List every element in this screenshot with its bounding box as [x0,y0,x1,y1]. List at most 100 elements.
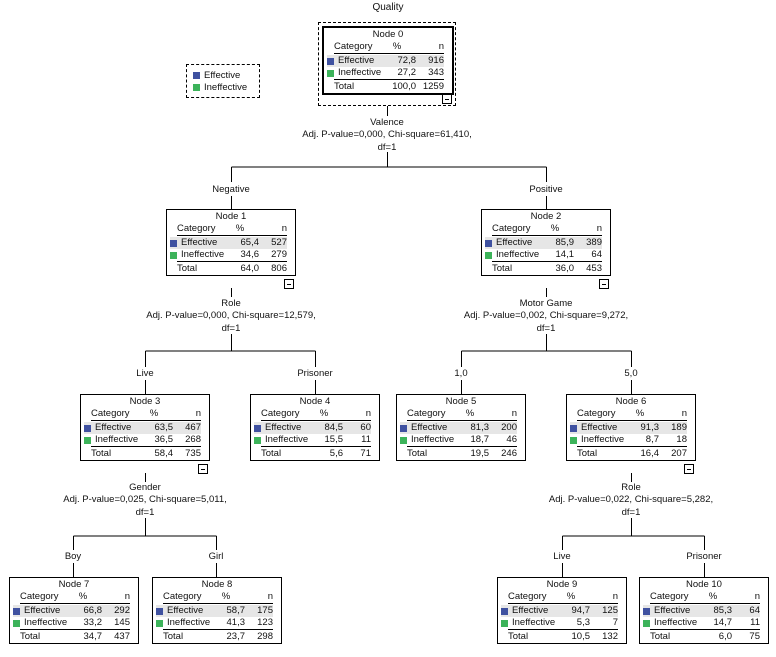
collapse-node-2-button[interactable] [599,279,609,289]
percent-value: 8,7 [645,434,659,445]
category-label: Ineffective [167,617,211,628]
split-variable: Role [221,298,241,309]
node-title: Node 5 [445,396,477,407]
ineffective-color-swatch-icon [84,436,91,444]
category-label: Effective [581,422,618,433]
collapse-node-3-button[interactable] [198,464,208,474]
percent-value: 41,3 [226,617,246,628]
header-percent: % [149,408,159,419]
percent-value: 58,7 [226,605,246,616]
category-label: Effective [512,605,549,616]
ineffective-color-swatch-icon [254,436,261,444]
effective-color-swatch-icon [193,71,200,79]
branch-label: Prisoner [297,368,333,379]
count-value: 527 [271,237,287,248]
category-label: Ineffective [411,434,455,445]
legend-item-ineffective: Ineffective [193,81,259,93]
count-value: 268 [185,434,201,445]
category-label: Ineffective [181,249,225,260]
split-stats: Adj. P-value=0,000, Chi-square=12,579, [146,310,316,321]
split-df: df=1 [621,507,641,518]
header-percent: % [465,408,475,419]
count-value: 1259 [422,81,444,92]
node-title: Node 7 [58,579,90,590]
category-label: Ineffective [654,617,698,628]
count-value: 46 [506,434,517,445]
header-percent: % [566,591,576,602]
split-variable: Valence [370,117,404,128]
branch-label: 5,0 [624,368,638,379]
collapse-node-1-button[interactable] [284,279,294,289]
split-df: df=1 [377,142,397,153]
header-category: Category [334,41,373,52]
category-label: Effective [496,237,533,248]
count-value: 189 [671,422,687,433]
percent-value: 85,9 [555,237,575,248]
header-percent: % [708,591,718,602]
total-label: Total [650,630,671,642]
split-stats: Adj. P-value=0,002, Chi-square=9,272, [463,310,629,321]
split-df: df=1 [536,323,556,334]
branch-label: Positive [529,184,563,195]
count-value: 132 [602,631,618,642]
node-title: Node 1 [215,211,247,222]
category-label: Effective [654,605,691,616]
header-category: Category [177,223,216,234]
collapse-node-6-button[interactable] [684,464,694,474]
category-label: Ineffective [512,617,556,628]
count-value: 175 [257,605,273,616]
split-variable: Gender [129,482,161,493]
count-value: 7 [612,617,618,628]
category-label: Ineffective [265,434,309,445]
total-label: Total [261,447,282,459]
node-title: Node 0 [372,29,404,40]
split-label: Motor Game Adj. P-value=0,002, Chi-squar… [464,298,628,335]
split-stats: Adj. P-value=0,025, Chi-square=5,011, [63,494,227,505]
split-stats: Adj. P-value=0,022, Chi-square=5,282, [548,494,714,505]
count-value: 467 [185,422,201,433]
legend-item-effective: Effective [193,69,259,81]
split-variable: Motor Game [519,298,573,309]
branch-label: Live [553,551,571,562]
category-label: Effective [411,422,448,433]
node-table-header: Category%n [163,591,273,604]
count-value: 389 [586,237,602,248]
percent-value: 36,0 [555,263,575,274]
header-n: n [754,591,760,602]
effective-color-swatch-icon [84,424,91,432]
branch-label: Live [136,368,154,379]
count-value: 71 [360,448,371,459]
ineffective-color-swatch-icon [643,619,650,627]
header-n: n [267,591,273,602]
header-percent: % [635,408,645,419]
collapse-node-0-button[interactable] [442,94,452,104]
count-value: 916 [428,55,444,66]
percent-value: 16,4 [640,448,660,459]
header-category: Category [20,591,59,602]
effective-color-swatch-icon [13,607,20,615]
count-value: 246 [501,448,517,459]
total-label: Total [334,80,355,92]
